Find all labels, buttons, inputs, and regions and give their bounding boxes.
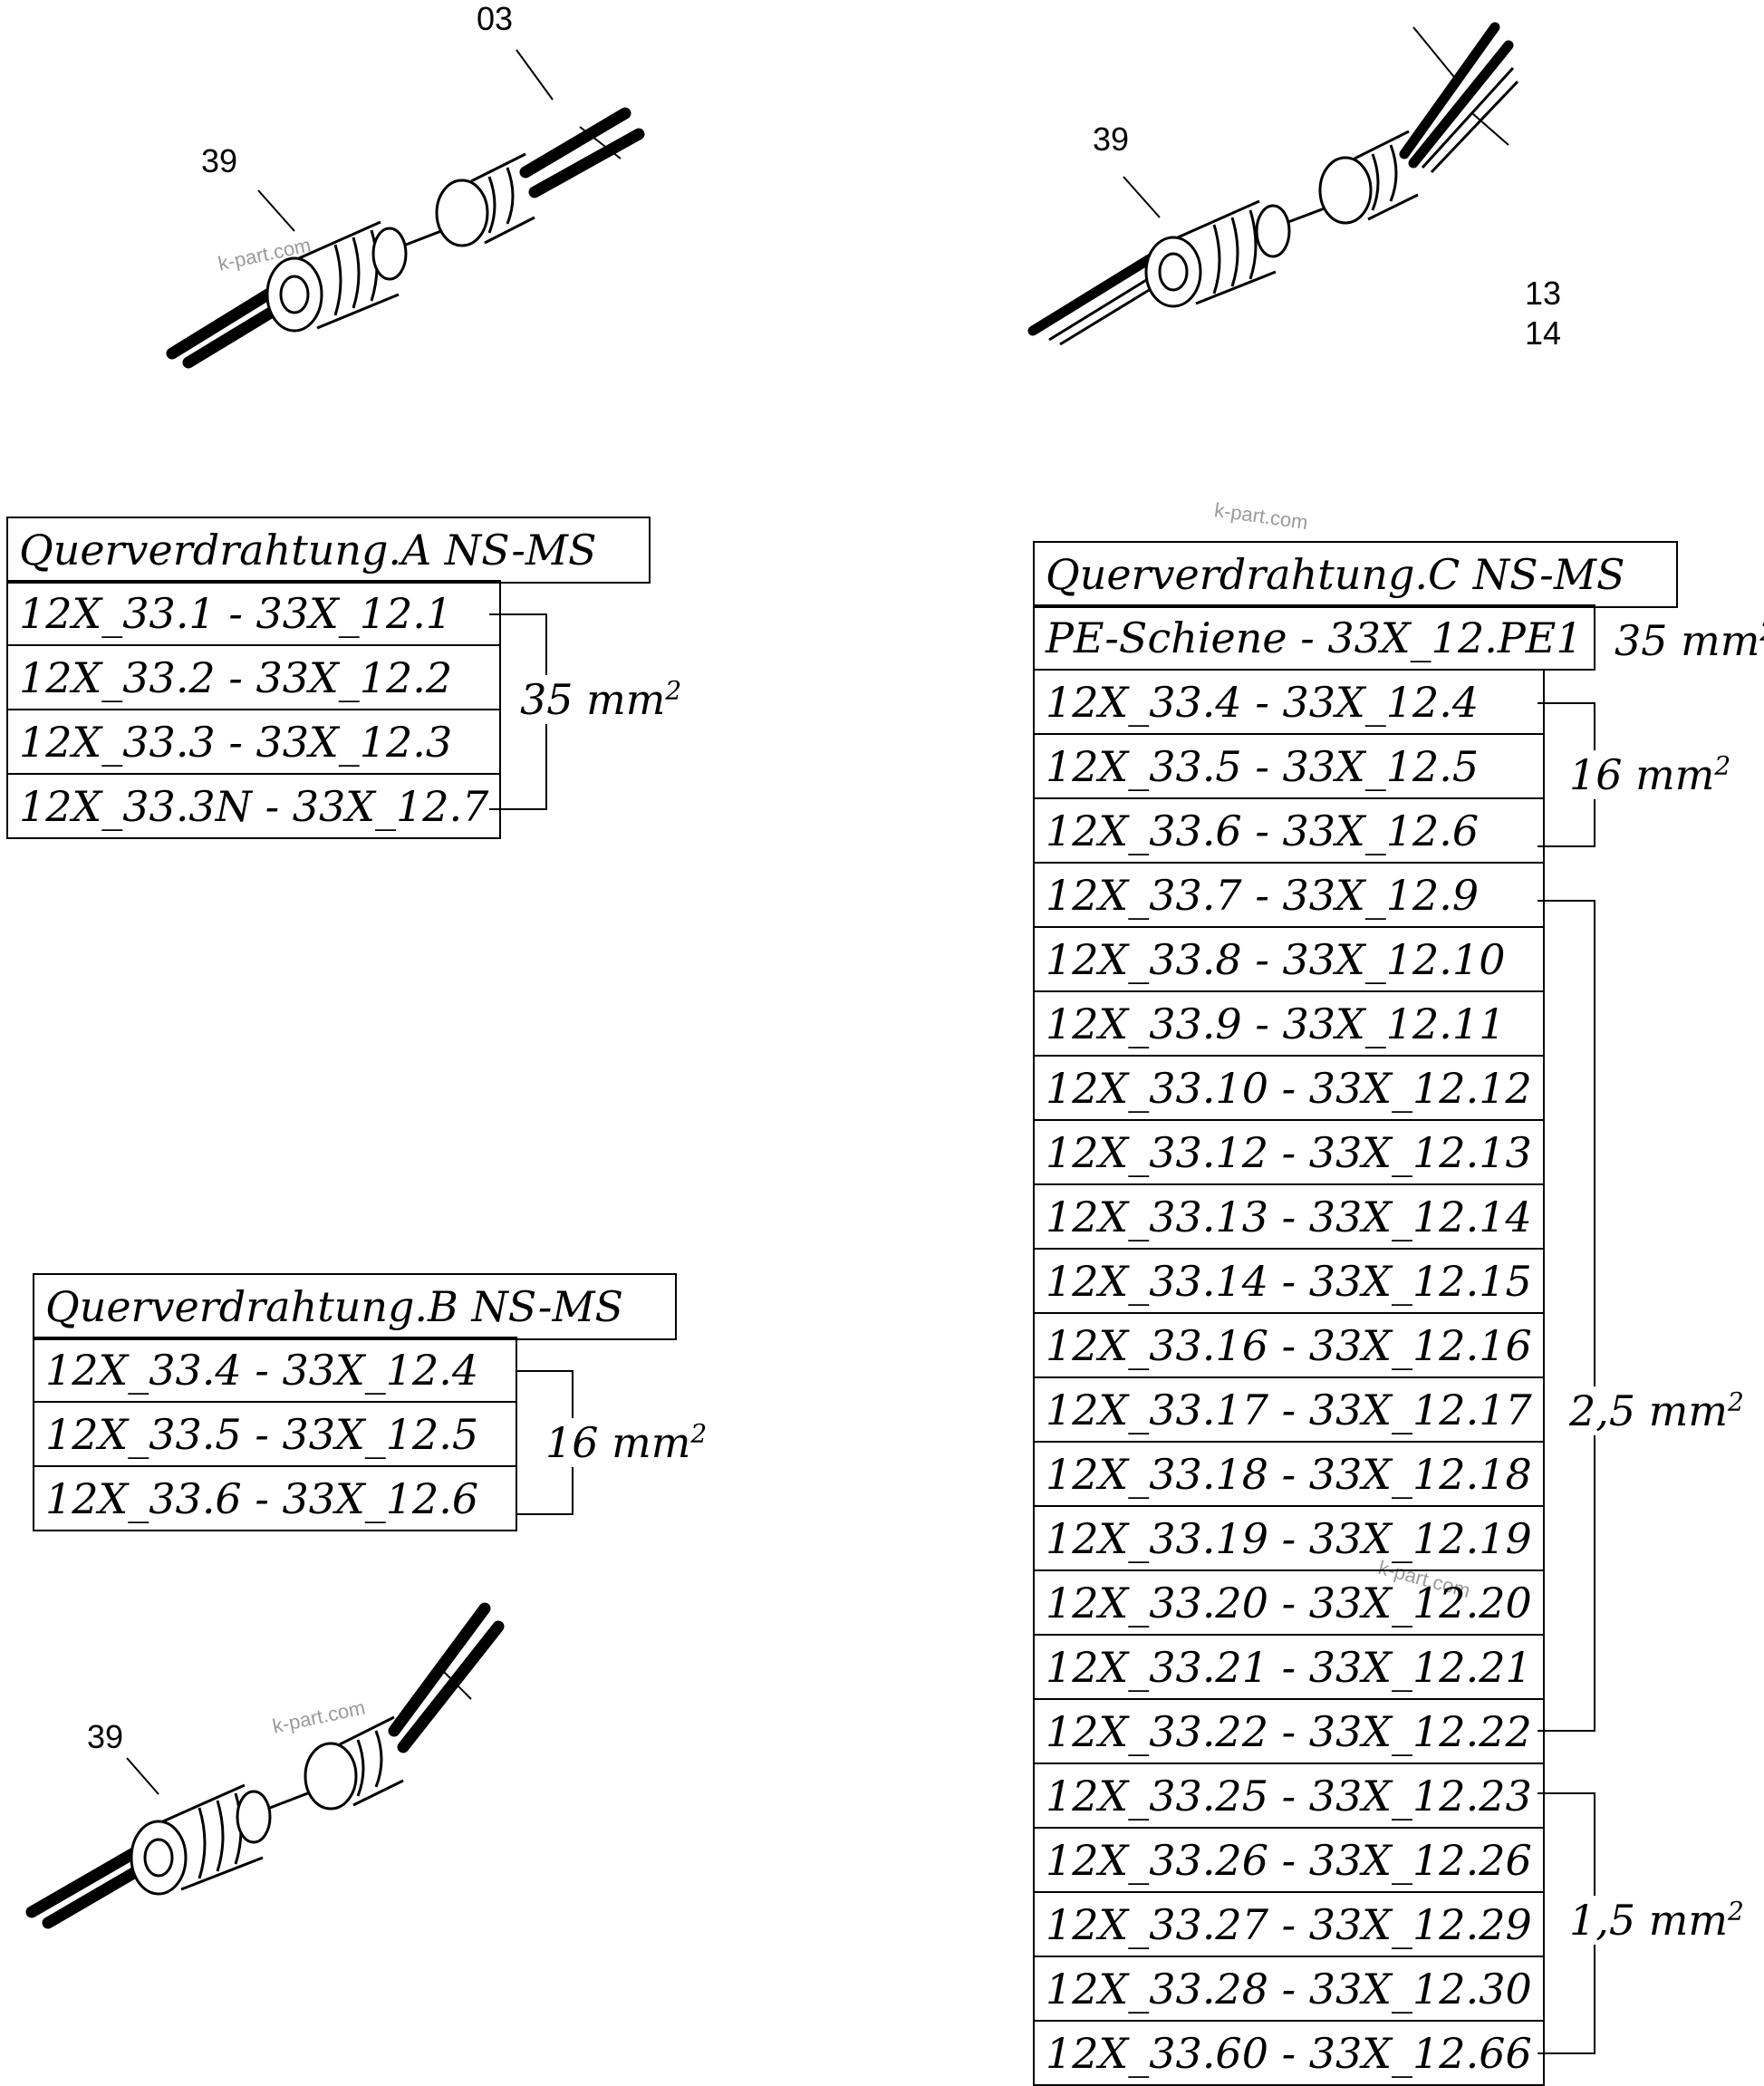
superscript: 2 <box>1728 1896 1744 1927</box>
table-row: 12X_33.22 - 33X_12.22 <box>1033 1698 1545 1764</box>
group-label: 16 mm2 <box>542 1418 711 1467</box>
callout-03: 03 <box>477 0 514 37</box>
callout-39: 39 <box>201 142 238 179</box>
table-row: 12X_33.26 - 33X_12.26 <box>1033 1827 1545 1893</box>
table-row: 12X_33.17 - 33X_12.17 <box>1033 1376 1545 1443</box>
table-row: 12X_33.3N - 33X_12.7 <box>5 773 502 839</box>
table-row: 12X_33.14 - 33X_12.15 <box>1033 1248 1545 1314</box>
table-title: Querverdrahtung.C NS-MS <box>1033 541 1678 608</box>
table-row: 12X_33.25 - 33X_12.23 <box>1033 1762 1545 1829</box>
group-label-text: 35 mm <box>1615 616 1760 665</box>
table-row: 12X_33.10 - 33X_12.12 <box>1033 1055 1545 1121</box>
table-c-rows: 12X_33.4 - 33X_12.4 12X_33.5 - 33X_12.5 … <box>1033 669 1545 2086</box>
table-row: 12X_33.60 - 33X_12.66 <box>1033 2020 1545 2086</box>
superscript: 2 <box>1759 617 1764 647</box>
group-label: 1,5 mm2 <box>1566 1896 1748 1945</box>
group-label-text: 16 mm <box>545 1418 691 1467</box>
superscript: 2 <box>665 675 682 706</box>
callout-39: 39 <box>1093 121 1130 158</box>
group-label-text: 1,5 mm <box>1569 1896 1729 1945</box>
group-label-text: 2,5 mm <box>1569 1386 1729 1435</box>
table-row: 12X_33.18 - 33X_12.18 <box>1033 1441 1545 1507</box>
table-row: 12X_33.13 - 33X_12.14 <box>1033 1183 1545 1250</box>
table-b-rows: 12X_33.4 - 33X_12.4 12X_33.5 - 33X_12.5 … <box>33 1337 517 1531</box>
table-row: 12X_33.3 - 33X_12.3 <box>5 709 502 775</box>
table-a-rows: 12X_33.1 - 33X_12.1 12X_33.2 - 33X_12.2 … <box>5 580 502 839</box>
superscript: 2 <box>1714 750 1731 781</box>
table-title: Querverdrahtung.A NS-MS <box>6 517 651 584</box>
table-row: 12X_33.12 - 33X_12.13 <box>1033 1119 1545 1185</box>
group-label-text: 16 mm <box>1569 750 1715 799</box>
table-row: 12X_33.4 - 33X_12.4 <box>1033 669 1545 735</box>
callout-13: 13 <box>1525 275 1562 312</box>
pe-group-label: 35 mm2 <box>1615 616 1764 665</box>
table-title: Querverdrahtung.B NS-MS <box>33 1273 677 1340</box>
table-row: 12X_33.6 - 33X_12.6 <box>1033 797 1545 864</box>
table-row: 12X_33.19 - 33X_12.19 <box>1033 1505 1545 1571</box>
table-row: 12X_33.9 - 33X_12.11 <box>1033 990 1545 1057</box>
group-bracket <box>1537 900 1595 1732</box>
table-row: 12X_33.5 - 33X_12.5 <box>1033 733 1545 799</box>
group-label: 2,5 mm2 <box>1566 1386 1748 1435</box>
table-row: 12X_33.7 - 33X_12.9 <box>1033 862 1545 928</box>
table-row: 12X_33.2 - 33X_12.2 <box>5 644 502 710</box>
superscript: 2 <box>1728 1386 1744 1417</box>
cable-connector-illustration <box>166 49 645 369</box>
table-querverdrahtung-c: Querverdrahtung.C NS-MS <box>1033 541 1678 608</box>
table-row: 12X_33.1 - 33X_12.1 <box>5 580 502 646</box>
callout-14: 14 <box>1525 314 1562 352</box>
callout-39: 39 <box>87 1718 124 1755</box>
table-c-pe-row: PE-Schiene - 33X_12.PE1 <box>1033 604 1595 671</box>
table-querverdrahtung-b: Querverdrahtung.B NS-MS <box>33 1273 677 1340</box>
group-label: 35 mm2 <box>516 675 686 724</box>
watermark: k-part.com <box>1212 497 1310 535</box>
group-label: 16 mm2 <box>1566 750 1735 799</box>
table-row: 12X_33.5 - 33X_12.5 <box>33 1401 517 1467</box>
cable-connector-illustration <box>1027 22 1519 346</box>
table-row: 12X_33.6 - 33X_12.6 <box>33 1465 517 1531</box>
table-row: 12X_33.4 - 33X_12.4 <box>33 1337 517 1403</box>
table-row: 12X_33.21 - 33X_12.21 <box>1033 1634 1545 1700</box>
table-row: 12X_33.20 - 33X_12.20 <box>1033 1569 1545 1636</box>
table-row: 12X_33.8 - 33X_12.10 <box>1033 926 1545 992</box>
group-label-text: 35 mm <box>520 675 666 724</box>
table-row-pe: PE-Schiene - 33X_12.PE1 <box>1033 604 1595 671</box>
table-row: 12X_33.27 - 33X_12.29 <box>1033 1891 1545 1957</box>
cable-connector-illustration <box>25 1602 505 1929</box>
superscript: 2 <box>690 1418 708 1449</box>
table-row: 12X_33.28 - 33X_12.30 <box>1033 1956 1545 2022</box>
table-row: 12X_33.16 - 33X_12.16 <box>1033 1312 1545 1378</box>
table-querverdrahtung-a: Querverdrahtung.A NS-MS <box>6 517 651 584</box>
